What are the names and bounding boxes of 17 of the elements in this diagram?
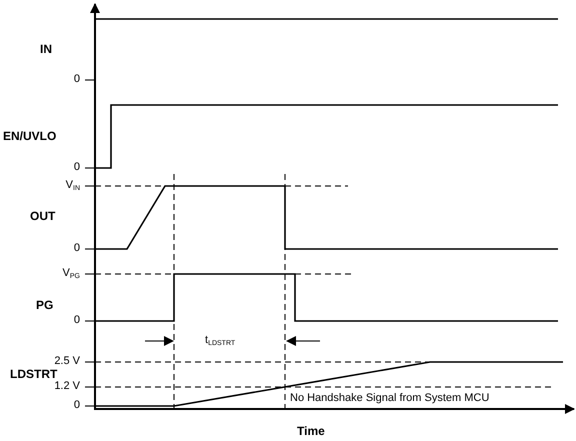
axis-tick-label: 0: [74, 73, 80, 86]
axis-tick-label: 0: [74, 161, 80, 174]
axis-tick-label: 1.2 V: [54, 380, 80, 393]
axis-tick-label: V$_{IN}$: [66, 179, 80, 193]
annotation-text: t$_{LDSTRT}$: [205, 334, 236, 348]
signal-label: EN/UVLO: [3, 130, 56, 143]
axis-tick-label: 2.5 V: [54, 355, 80, 368]
axis-tick-label: 0: [74, 399, 80, 412]
signal-label: OUT: [30, 210, 56, 223]
signal-label: Time: [297, 425, 325, 438]
signal-label: PG: [36, 299, 54, 312]
axis-tick-label: 0: [74, 314, 80, 327]
signal-label: LDSTRT: [10, 368, 58, 381]
axis-tick-label: V$_{PG}$: [62, 267, 80, 281]
axis-tick-label: 0: [74, 242, 80, 255]
signal-label: IN: [40, 43, 52, 56]
annotation-text: No Handshake Signal from System MCU: [290, 392, 490, 405]
